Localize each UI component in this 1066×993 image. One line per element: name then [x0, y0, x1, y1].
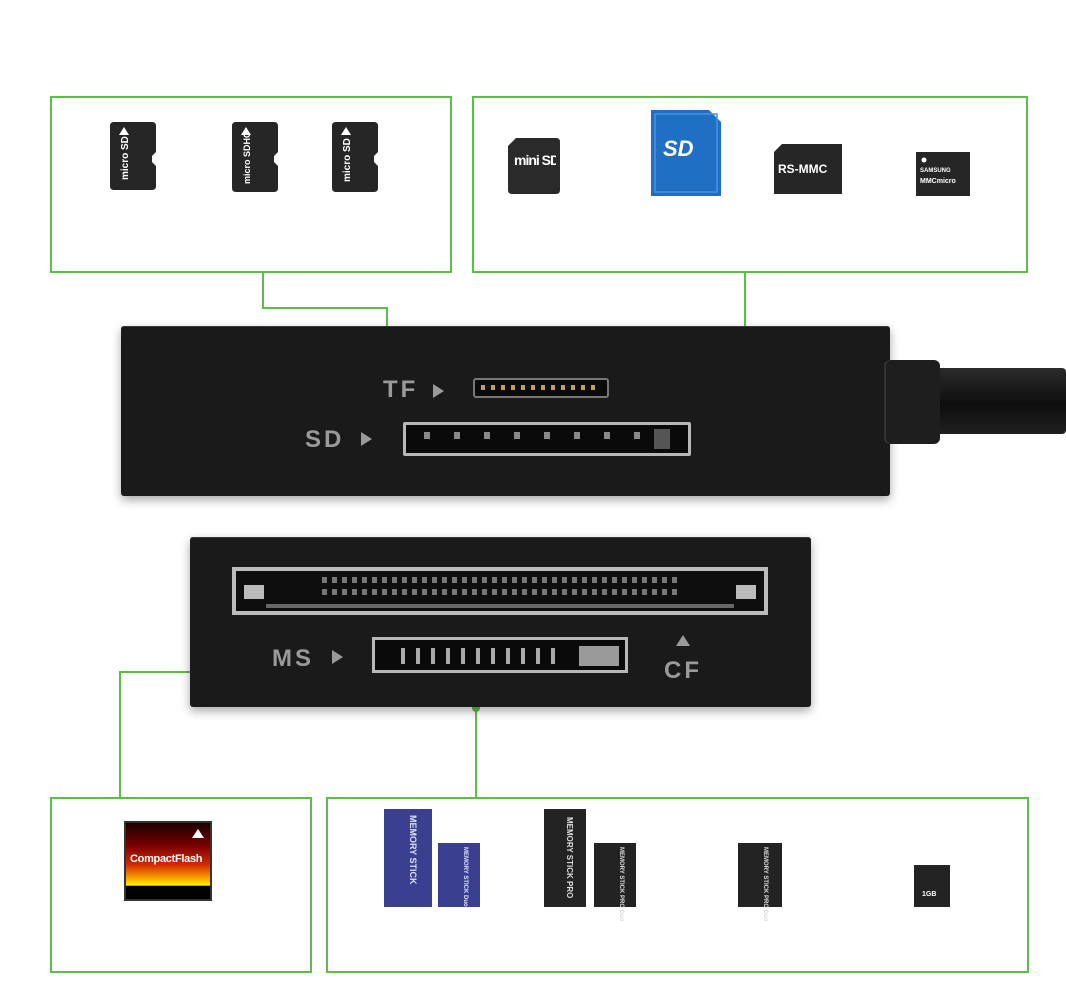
cf-up-arrow-icon [676, 635, 690, 646]
tf-slot-label: TF [383, 376, 419, 403]
micro-sd-card-1-label: micro SD [120, 136, 131, 180]
memory-stick-label: MEMORY STICK [408, 815, 418, 885]
memory-stick-pro-duo-small-label: MEMORY STICK PRO Duo [762, 847, 768, 922]
micro-sd-card-2: micro SD [332, 122, 378, 192]
tf-arrow-icon [433, 384, 444, 398]
compact-flash-label: CompactFlash [130, 853, 203, 865]
micro-sd-card-1: micro SD [110, 122, 156, 190]
cable-strain-relief [884, 360, 940, 444]
memory-stick-duo-label: MEMORY STICK Duo [462, 847, 468, 907]
ms-arrow-icon [332, 650, 343, 664]
ms-slot[interactable] [372, 637, 628, 673]
cf-slot[interactable] [232, 567, 768, 615]
tf-slot[interactable] [473, 378, 609, 398]
rs-mmc-card-label: RS-MMC [778, 162, 828, 176]
cf-slot-label: CF [664, 657, 702, 684]
memory-stick-pro-duo-small-card: MEMORY STICK PRO Duo [738, 843, 782, 921]
micro-sd-cards-box: micro SD micro SDHC micro SD [50, 96, 452, 273]
micro-sdhc-card: micro SDHC [232, 122, 278, 192]
rs-mmc-card: RS-MMC [774, 144, 842, 194]
memory-stick-pro-card: MEMORY STICK PRO [544, 809, 586, 907]
memory-stick-micro-card: 1GB [914, 865, 950, 907]
card-reader-bottom-face: MS CF [190, 537, 811, 707]
memory-stick-box: MEMORY STICK MEMORY STICK Duo MEMORY STI… [326, 797, 1029, 973]
sd-slot-label: SD [305, 426, 345, 453]
memory-stick-pro-duo-card: MEMORY STICK PRO Duo [594, 843, 636, 921]
compact-flash-box: CompactFlash [50, 797, 312, 973]
mmc-micro-card: SAMSUNG MMCmicro [916, 152, 970, 196]
mini-sd-card: mini SD [508, 138, 560, 194]
sd-card: SD [651, 110, 721, 196]
sd-cards-box: mini SD SD RS-MMC SAMSUNG MMCmicro [472, 96, 1028, 273]
mmc-micro-samsung-label: SAMSUNG [920, 168, 951, 174]
compact-flash-card: CompactFlash [124, 821, 212, 901]
memory-stick-micro-size-label: 1GB [922, 891, 937, 898]
ms-slot-label: MS [272, 645, 314, 672]
card-reader-top-face: TF SD [121, 326, 890, 496]
mmc-micro-label: MMCmicro [920, 178, 956, 185]
memory-stick-pro-duo-label: MEMORY STICK PRO Duo [618, 847, 624, 922]
compact-flash-corner-arrow-icon [192, 829, 204, 838]
sd-arrow-icon [361, 432, 372, 446]
micro-sd-card-2-label: micro SD [342, 138, 353, 182]
sd-slot[interactable] [403, 422, 691, 456]
memory-stick-pro-label: MEMORY STICK PRO [565, 817, 574, 899]
svg-text:SD: SD [663, 136, 694, 161]
memory-stick-duo-card: MEMORY STICK Duo [438, 843, 480, 907]
micro-sdhc-card-label: micro SDHC [242, 131, 252, 184]
memory-stick-card: MEMORY STICK [384, 809, 432, 907]
mini-sd-card-label: mini SD [514, 152, 556, 168]
